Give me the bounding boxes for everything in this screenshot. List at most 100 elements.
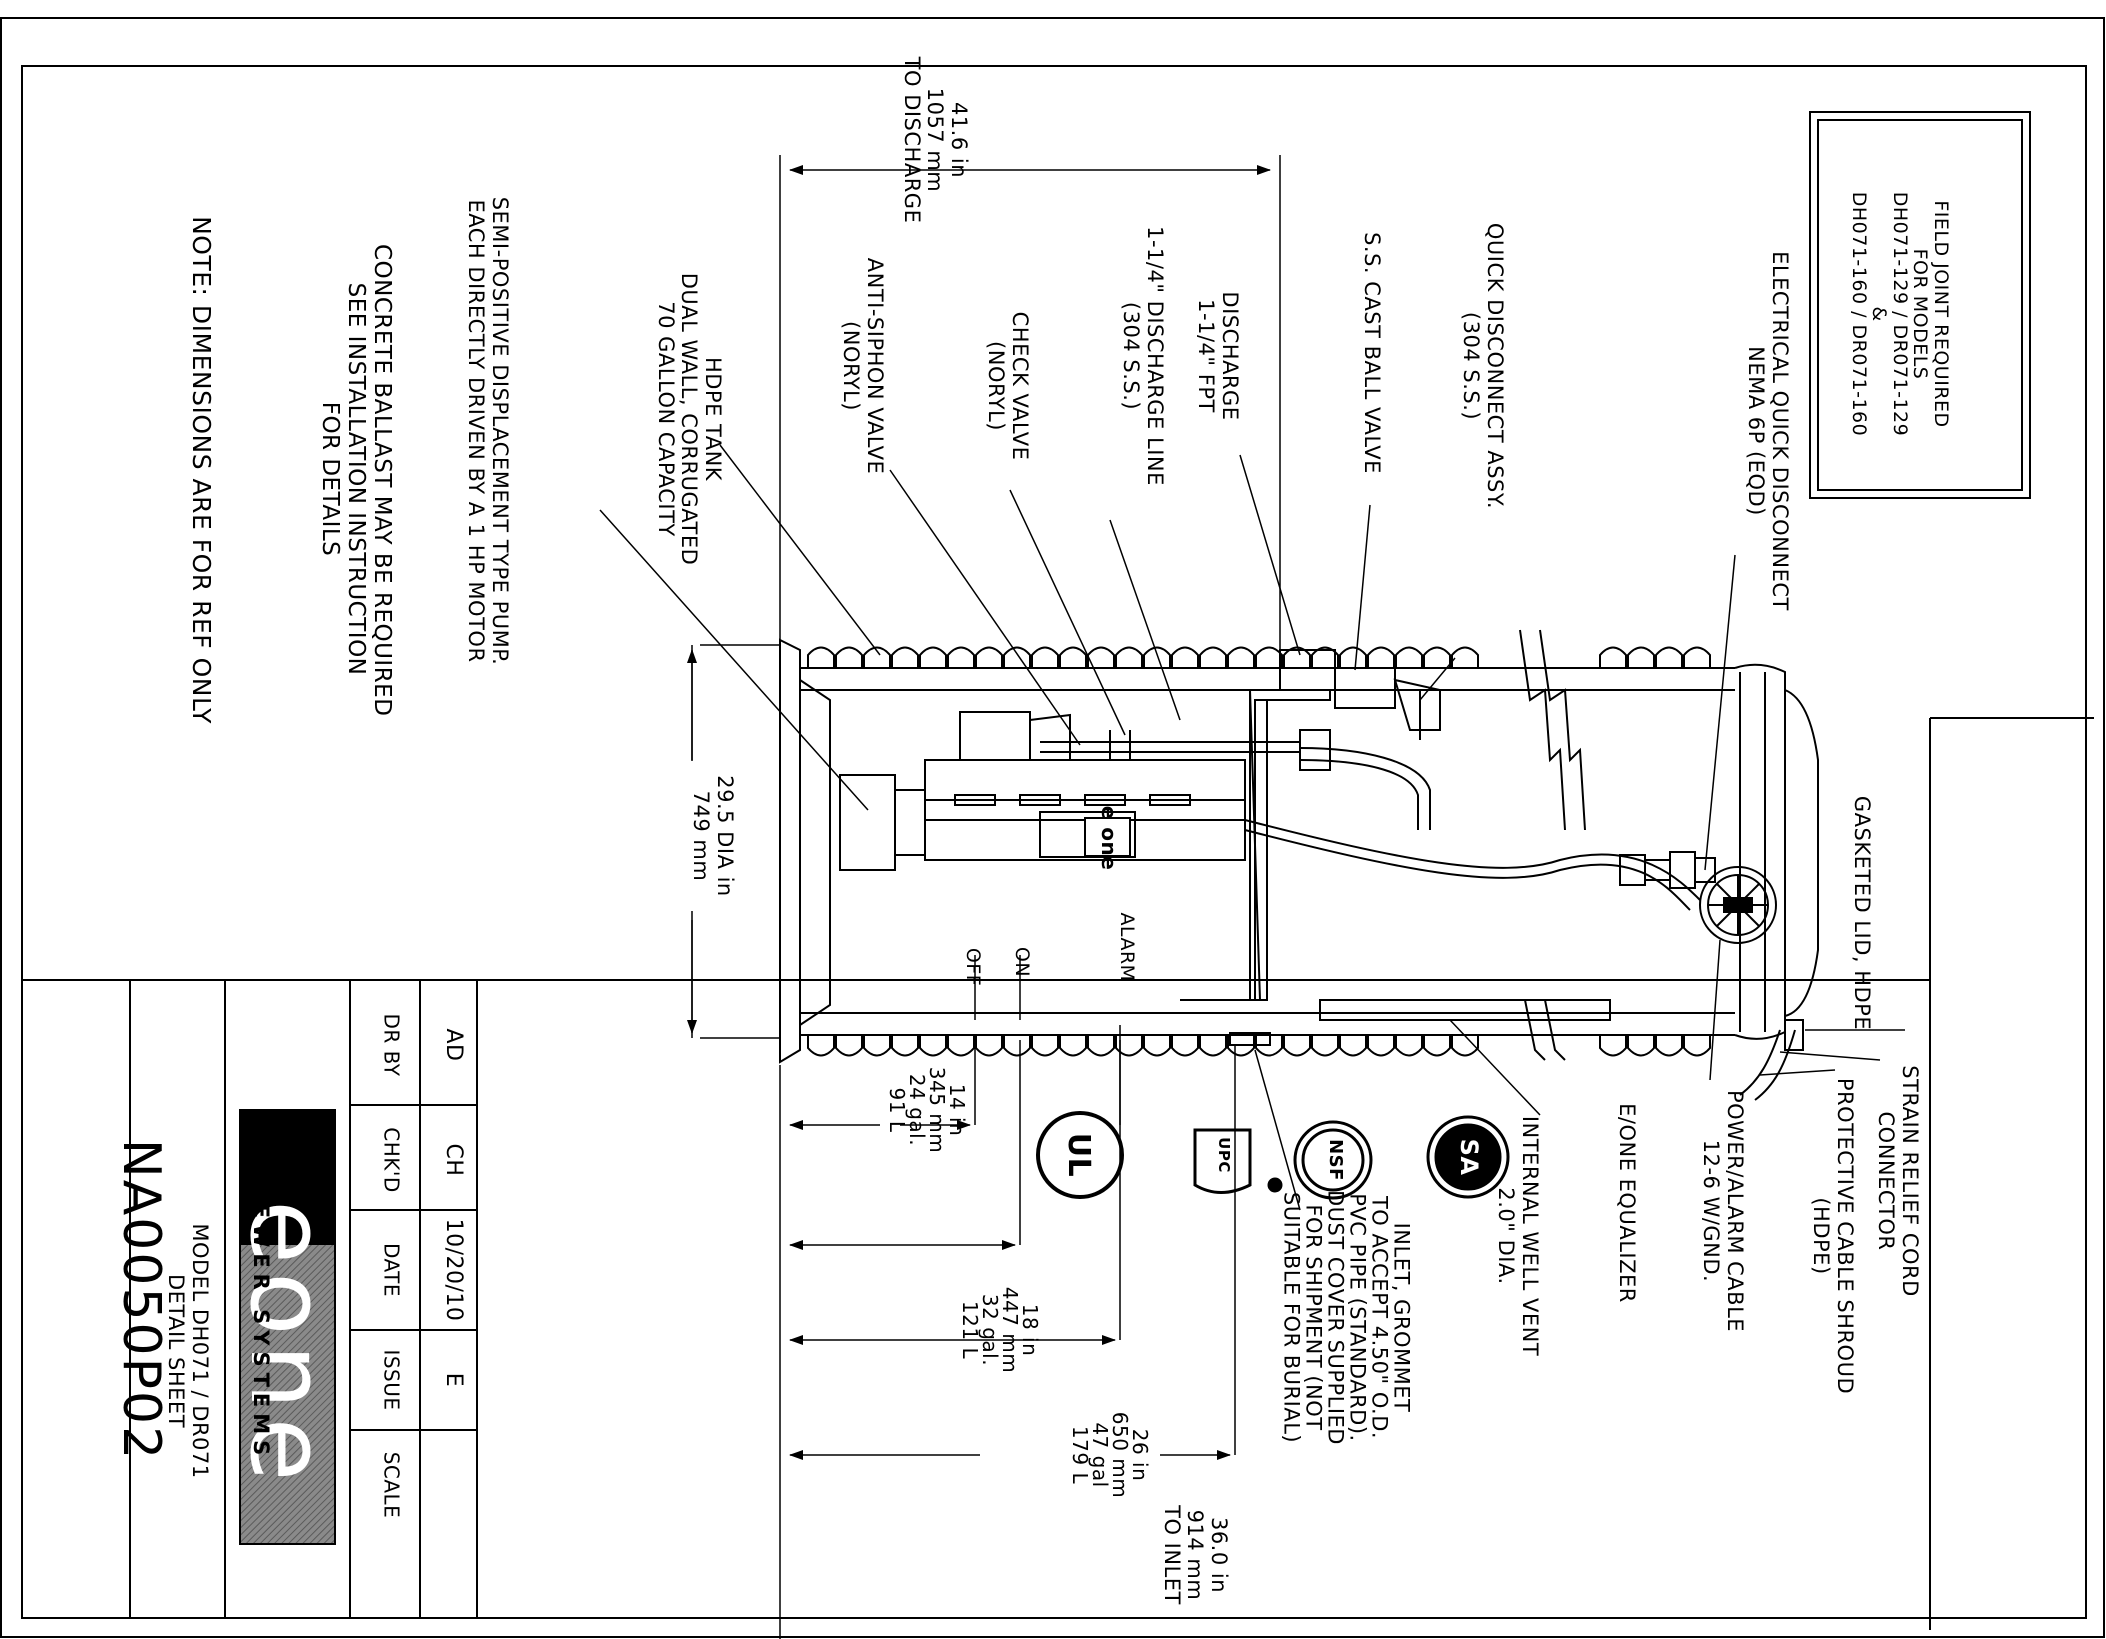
corrugation-rib [1339,646,1367,668]
dim-to-inlet: 36.0 in 914 mm TO INLET [1159,1505,1231,1605]
callout-equalizer: E/ONE EQUALIZER [1615,1103,1639,1303]
nsf-mark [1293,1120,1373,1200]
corrugation-rib [1227,646,1255,668]
tb-scale-label: SCALE [379,1451,404,1519]
corrugation-rib [1003,646,1031,668]
corrugation-rib [1227,1035,1255,1057]
corrugation-rib [1395,1035,1423,1057]
tb-issue-value: E [441,1372,466,1388]
corrugation-rib [1655,646,1683,668]
callout-ball-valve: S.S. CAST BALL VALVE [1360,232,1384,474]
corrugation-rib [1599,646,1627,668]
cable-shroud [1739,1019,1804,1101]
tb-dr-by-label: DR BY [379,1013,404,1077]
corrugation-rib [1199,646,1227,668]
corrugation-rib [1031,646,1059,668]
pump-logo: e one [1097,805,1121,871]
title-block [21,979,1930,1619]
corrugation-rib [1367,646,1395,668]
tank-corrugations-top [807,646,1711,668]
level-off: OFF [962,947,984,987]
corrugation-rib [835,646,863,668]
field-joint-note-box [1809,111,2031,499]
corrugation-rib [919,646,947,668]
leader-lines [599,444,1905,1211]
corrugation-rib [1423,1035,1451,1057]
callout-check-valve: CHECK VALVE (NORYL) [984,311,1032,461]
corrugation-rib [1059,1035,1087,1057]
callout-strain-relief: STRAIN RELIEF CORD CONNECTOR [1874,1065,1922,1297]
corrugation-rib [891,1035,919,1057]
corrugation-rib [975,1035,1003,1057]
corrugation-rib [1451,646,1479,668]
callout-shroud: PROTECTIVE CABLE SHROUD (HDPE) [1809,1077,1857,1395]
pump-logo-box [1084,817,1131,857]
tb-drawing-number: NA0050P02 [111,1138,171,1462]
dim-on-level: 18 in 447 mm 32 gal. 121 L [958,1286,1042,1374]
corrugation-rib [1451,1035,1479,1057]
upc-mark [1193,1128,1283,1194]
corrugation-rib [1087,1035,1115,1057]
corrugation-rib [1255,1035,1283,1057]
callout-quick-disconnect: QUICK DISCONNECT ASSY. (304 S.S.) [1459,222,1507,510]
cert-upc: UPC [1215,1137,1233,1173]
dim-off-level: 14 in 345 mm 24 gal. 91 L [885,1066,969,1154]
callout-lid: GASKETED LID, HDPE [1850,795,1874,1031]
callout-discharge-line: 1-1/4" DISCHARGE LINE (304 S.S.) [1119,226,1167,486]
callout-eqd: ELECTRICAL QUICK DISCONNECT NEMA 6P (EQD… [1744,251,1792,611]
callout-vent: INTERNAL WELL VENT 2.0" DIA. [1494,1115,1542,1357]
corrugation-rib [1423,646,1451,668]
cert-nsf: NSF [1325,1139,1346,1181]
callout-discharge: DISCHARGE 1-1/4" FPT [1194,291,1242,421]
callout-anti-siphon: ANTI-SIPHON VALVE (NORYL) [839,257,887,475]
corrugation-rib [947,1035,975,1057]
corrugation-rib [835,1035,863,1057]
tb-scale-value [435,1455,465,1515]
field-joint-break [1519,629,1586,1061]
cert-csa: SA [1455,1138,1483,1176]
tank-body [779,638,1735,1064]
corrugation-rib [891,646,919,668]
tb-chkd-label: CHK'D [379,1127,404,1193]
corrugation-rib [1627,646,1655,668]
level-alarm: ALARM [1116,912,1138,982]
corrugation-rib [1115,646,1143,668]
corrugation-rib [1143,646,1171,668]
csa-mark [1426,1115,1510,1199]
tb-issue-label: ISSUE [379,1349,404,1411]
corrugation-rib [1339,1035,1367,1057]
corrugation-rib [1003,1035,1031,1057]
corrugation-rib [1655,1035,1683,1057]
corrugation-rib [807,1035,835,1057]
ul-mark [1036,1111,1124,1199]
level-lines [974,955,1121,1340]
corrugation-rib [1627,1035,1655,1057]
callout-inlet: INLET, GROMMET TO ACCEPT 4.50" O.D. PVC … [1279,1190,1414,1445]
corrugation-rib [1395,646,1423,668]
dim-dia: 29.5 DIA in 749 mm [684,761,737,911]
tb-chkd-value: CH [441,1143,466,1177]
corrugation-rib [1031,1035,1059,1057]
field-joint-note: FIELD JOINT REQUIRED FOR MODELS DH071-12… [1847,191,1952,437]
corrugation-rib [1115,1035,1143,1057]
cert-ul: UL [1061,1132,1096,1178]
sheet-border [0,17,2105,1638]
note-pump: SEMI-POSITIVE DISPLACEMENT TYPE PUMP. EA… [464,196,512,666]
corrugation-rib [863,646,891,668]
corrugation-rib [919,1035,947,1057]
dim-to-discharge: 41.6 in 1057 mm TO DISCHARGE [899,56,971,224]
corrugation-rib [975,646,1003,668]
corrugation-rib [1311,1035,1339,1057]
corrugation-rib [1599,1035,1627,1057]
corrugation-rib [1283,1035,1311,1057]
note-ref-only: NOTE: DIMENSIONS ARE FOR REF ONLY [187,216,216,724]
dim-alarm-level: 26 in 650 mm 47 gal 179 L [1068,1411,1152,1499]
tb-date-label: DATE [379,1242,404,1298]
inlet-grommet [1229,1032,1271,1046]
corrugation-rib [863,1035,891,1057]
tb-dr-by-value: AD [441,1028,466,1062]
note-ballast: CONCRETE BALLAST MAY BE REQUIRED SEE INS… [317,244,396,717]
corrugation-rib [1171,1035,1199,1057]
tank-corrugations-bottom [807,1035,1711,1057]
